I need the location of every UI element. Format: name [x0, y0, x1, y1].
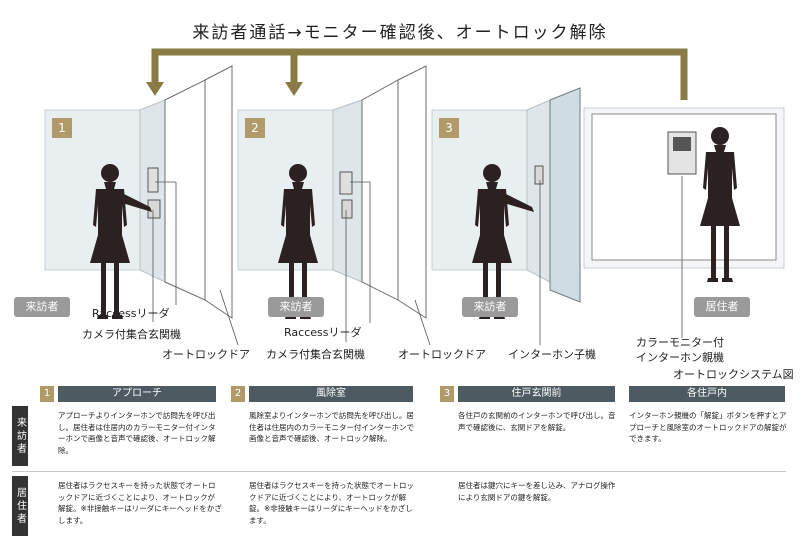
- monitor-intercom-label-line1: カラーモニター付: [636, 336, 724, 349]
- camera-entrance-label-1: カメラ付集合玄関機: [82, 328, 181, 341]
- resident-pill: 居住者: [694, 297, 750, 317]
- system-diagram-caption: オートロックシステム図: [673, 368, 794, 381]
- visitor-pill-3: 来訪者: [462, 297, 518, 317]
- intercom-sub-unit: [534, 165, 544, 185]
- raccess-reader-2: [339, 171, 353, 195]
- table-header-num-3: 3: [440, 386, 454, 402]
- autolock-scene-illustration: [44, 48, 785, 346]
- scene-badge-1: 1: [52, 118, 72, 138]
- visitor-desc-approach: アプローチよりインターホンで訪問先を呼び出し。居住者は住居内のカラーモニター付イ…: [58, 411, 216, 455]
- entrance-panel-2: [341, 199, 353, 219]
- scene-badge-3: 3: [439, 118, 459, 138]
- resident-desc-entrance: 居住者は鍵穴にキーを差し込み、アナログ操作により玄関ドアの鍵を解錠。: [458, 481, 616, 502]
- table-header-inside: 各住戸内: [629, 386, 785, 402]
- resident-desc-windbreak: 居住者はラクセスキーを持った状態でオートロックドアに近づくことにより、オートロッ…: [249, 481, 414, 525]
- visitor-desc-inside: インターホン親機の「解錠」ボタンを押すとアプローチと風除室のオートロックドアの解…: [629, 411, 787, 443]
- table-header-num-1: 1: [40, 386, 54, 402]
- visitor-desc-entrance: 各住戸の玄関前のインターホンで呼び出し。音声で確認後に、玄関ドアを解錠。: [458, 411, 616, 432]
- monitor-intercom-label-line2: インターホン親機: [636, 351, 724, 364]
- visitor-pill-2: 来訪者: [268, 297, 324, 317]
- raccess-reader-label-1: Raccessリーダ: [92, 307, 170, 320]
- row-label-resident: 居住者: [12, 476, 28, 536]
- autolock-door-label-1: オートロックドア: [162, 348, 250, 361]
- scene-badge-2: 2: [245, 118, 265, 138]
- autolock-door-label-2: オートロックドア: [398, 348, 486, 361]
- row-divider: [12, 471, 786, 472]
- table-header-approach: アプローチ: [58, 386, 216, 402]
- raccess-reader-label-2: Raccessリーダ: [284, 326, 362, 339]
- table-header-windbreak: 風除室: [249, 386, 413, 402]
- intercom-sub-label: インターホン子機: [508, 348, 596, 361]
- visitor-desc-windbreak: 風除室よりインターホンで訪問先を呼び出し。居住者は住居内のカラーモニター付インタ…: [249, 411, 414, 443]
- call-flow-bracket: [151, 48, 688, 100]
- diagram-title: 来訪者通話→モニター確認後、オートロック解除: [192, 23, 608, 43]
- table-header-num-2: 2: [231, 386, 245, 402]
- arrow-1: [146, 82, 164, 96]
- visitor-pill-1: 来訪者: [14, 297, 70, 317]
- arrow-2: [285, 82, 303, 96]
- resident-desc-approach: 居住者はラクセスキーを持った状態でオートロックドアに近づくことにより、オートロッ…: [58, 481, 222, 525]
- row-label-visitor: 来訪者: [12, 406, 28, 466]
- camera-entrance-label-2: カメラ付集合玄関機: [266, 348, 365, 361]
- raccess-reader-1: [147, 167, 159, 193]
- table-header-entrance: 住戸玄関前: [458, 386, 615, 402]
